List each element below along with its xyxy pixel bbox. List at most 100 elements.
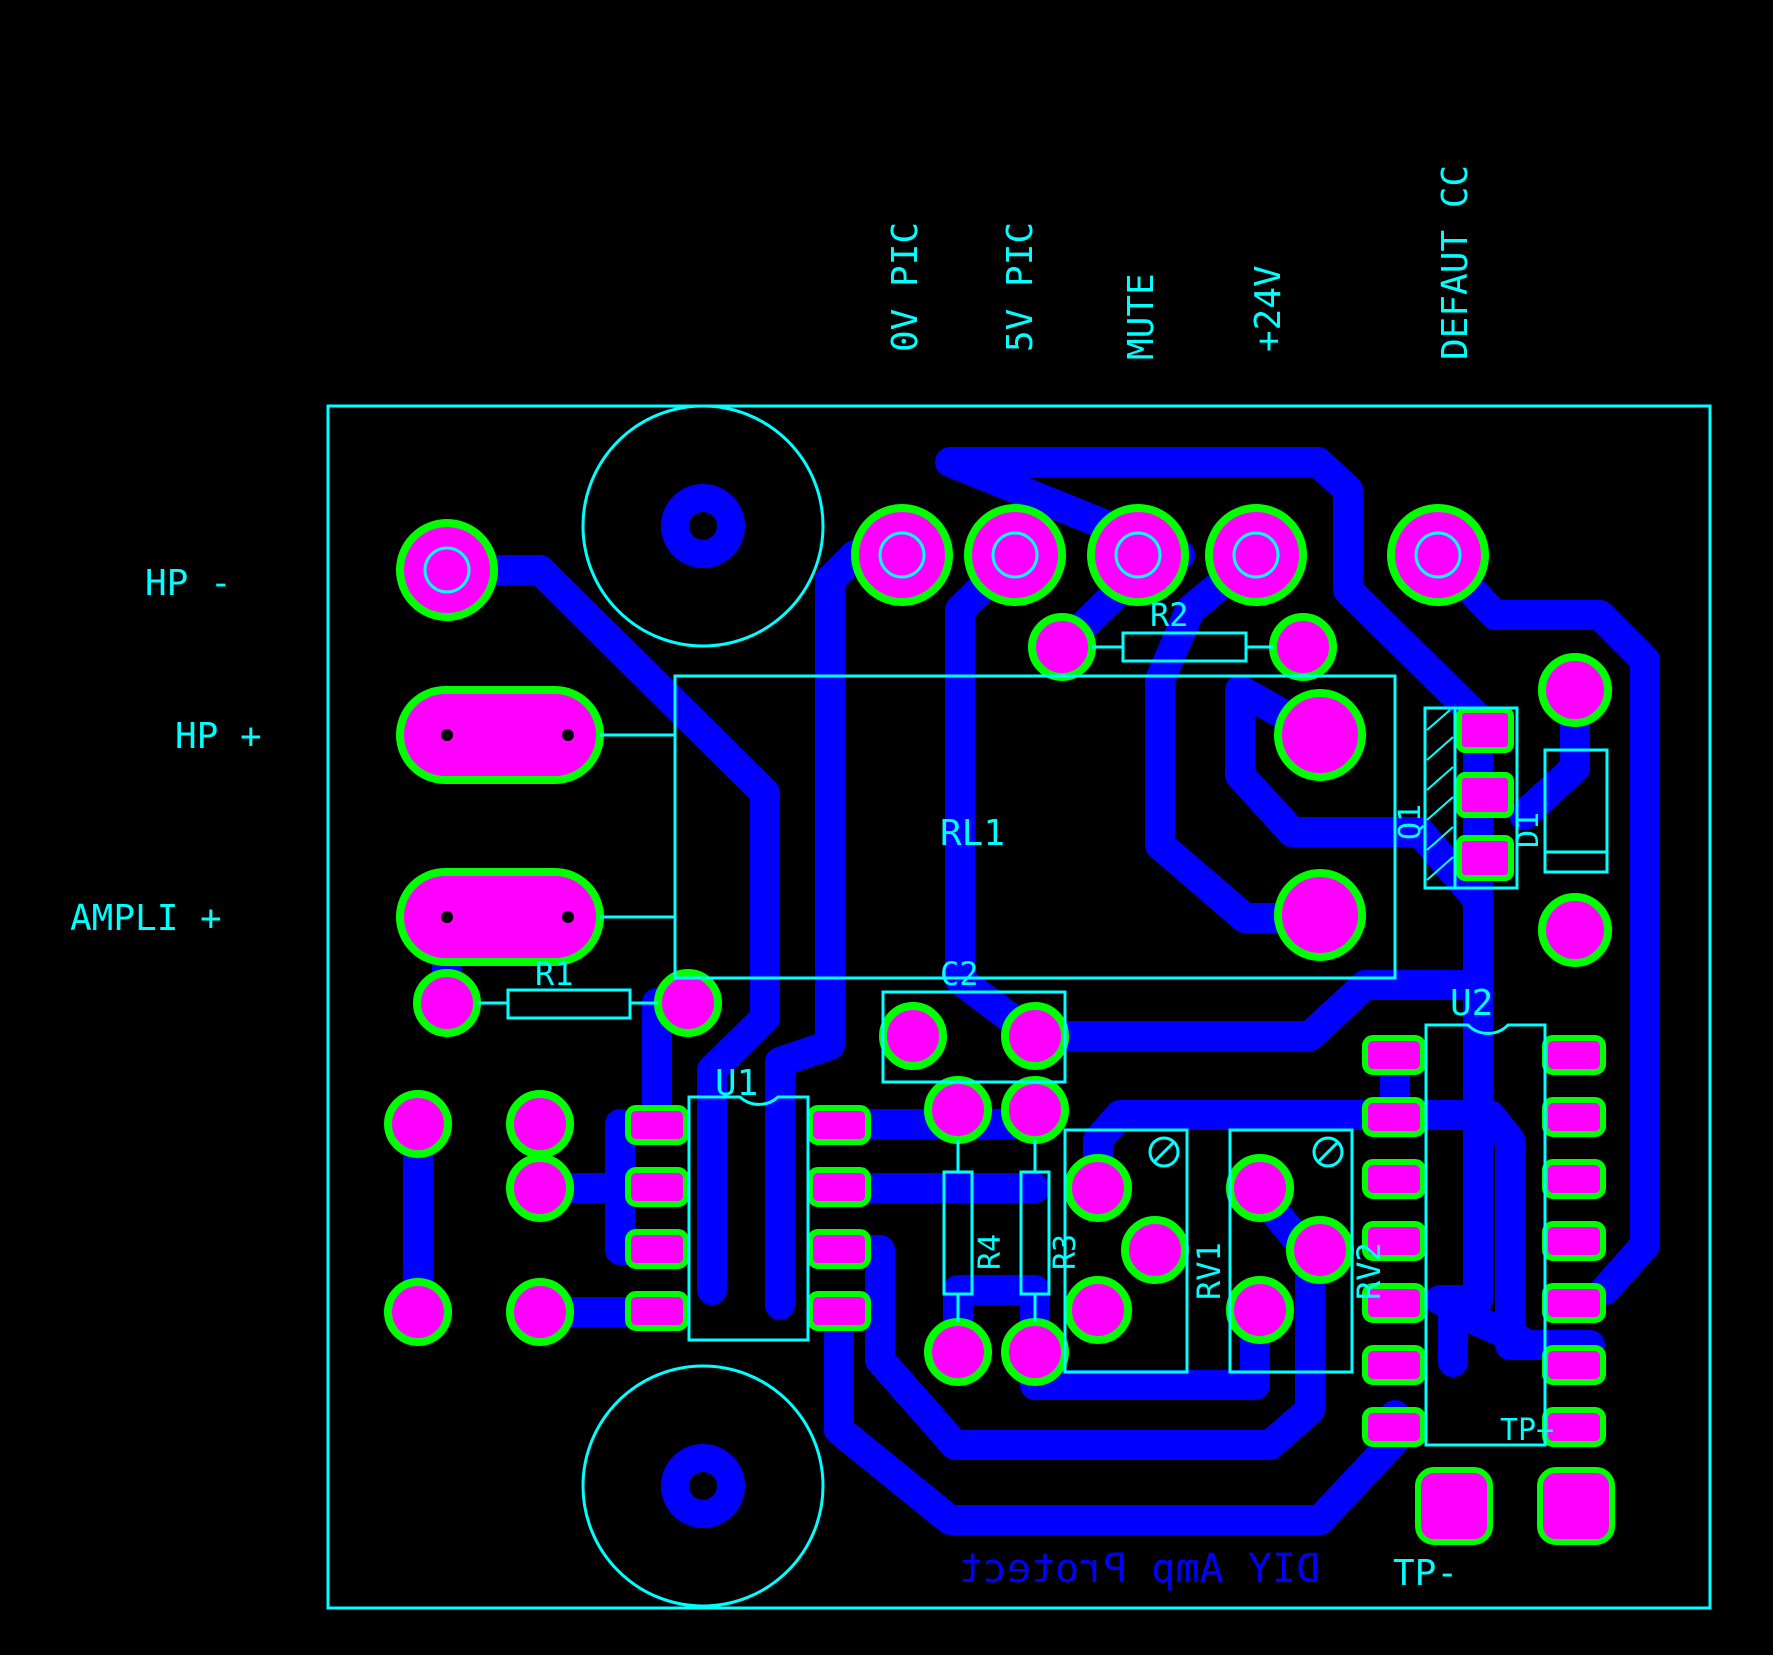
label-r2: R2 [1150,596,1189,634]
label-r3: R3 [1048,1234,1083,1270]
label-d1: D1 [1511,812,1546,848]
label-0v-pic: 0V PIC [885,222,926,352]
label-mute: MUTE [1121,273,1162,360]
u2-pin10 [1542,1283,1606,1323]
ring-24v [1232,531,1280,579]
hatch-1 [1426,709,1451,731]
pad-r2-left [1028,613,1096,681]
pad-5v-pic [964,504,1066,606]
mounting-hole-top [581,404,825,648]
hole-hp-plus-2 [562,729,574,741]
u1-pin5 [807,1291,871,1331]
u1-pin7 [807,1167,871,1207]
label-hp-plus: HP + [175,716,262,757]
ring-mute [1114,531,1162,579]
u2-pin4 [1362,1221,1426,1261]
label-r1: R1 [535,955,574,993]
pad-r1-right [654,969,722,1037]
q1-hatch [1426,709,1454,881]
pad-tp-plus [1537,1467,1615,1545]
u2-pin5 [1362,1283,1426,1323]
d1-body [1543,748,1609,874]
hatch-4 [1426,796,1454,821]
u1-pin1 [625,1105,689,1145]
ring-0v [878,531,926,579]
pad-rv2-3 [1226,1276,1294,1344]
ring-5v [991,531,1039,579]
label-tp-minus: TP- [1393,1553,1458,1594]
label-tp-plus: TP+ [1500,1413,1554,1448]
label-u2: U2 [1450,983,1493,1024]
round-pads [384,504,1612,1386]
track-top-loop [935,447,1493,1315]
terminal-holes [441,729,574,923]
pad-c2-right [1001,1002,1069,1070]
pad-rv2-1 [1226,1154,1294,1222]
label-r4: R4 [973,1234,1008,1270]
ring-defaut [1414,531,1462,579]
pad-d1-bottom [1538,893,1612,967]
pad-0v-pic [851,504,953,606]
pad-jumper-mid [506,1154,574,1222]
pad-r4-bottom [924,1318,992,1386]
pad-rv1-3 [1064,1276,1132,1344]
q1-outline [1423,706,1519,890]
label-c2: C2 [940,955,979,993]
pad-c2-left [879,1002,947,1070]
rl1-outline [673,674,1397,980]
q1-pin3 [1456,835,1514,881]
board-outline [326,404,1712,1610]
c2-outline [881,990,1067,1084]
label-ampli-plus: AMPLI + [70,898,222,939]
rv2-adjust-icon [1312,1136,1344,1168]
q1-pin1 [1456,707,1514,753]
label-rl1: RL1 [940,813,1005,854]
pad-rl1-coil-bottom [1274,869,1366,961]
track-q1 [1225,675,1493,915]
track-defaut-cc [1423,540,1660,1305]
u2-pin3 [1362,1159,1426,1199]
u2-pin14 [1542,1035,1606,1075]
rv2-adjust-slot [1316,1140,1340,1164]
pad-r4-top [924,1076,992,1144]
label-rv1: RV1 [1190,1242,1228,1300]
board-title-mirrored: DIY Amp Protect [959,1546,1320,1592]
label-5v-pic: 5V PIC [1000,222,1041,352]
pad-r1-left [413,969,481,1037]
u2-pin2 [1362,1097,1426,1137]
u1-outline [687,1095,810,1342]
u2-outline [1424,1023,1547,1447]
u1-pin3 [625,1229,689,1269]
rv1-adjust-icon [1148,1136,1180,1168]
pad-jumper-bottom [506,1278,574,1346]
hole-ampli-1 [441,911,453,923]
pad-rv1-2 [1121,1216,1189,1284]
rv1-outline [1063,1128,1189,1374]
hatch-3 [1426,766,1454,791]
u2-pin1 [1362,1035,1426,1075]
pad-left-top [384,1090,452,1158]
mount-hole-bottom [689,1472,717,1500]
u1-pin6 [807,1229,871,1269]
u2-pin6 [1362,1345,1426,1385]
label-u1: U1 [715,1063,758,1104]
label-24v: +24V [1248,265,1289,352]
u2-pin7 [1362,1407,1426,1447]
pad-left-bottom [384,1278,452,1346]
mounting-hole-copper [661,484,745,1528]
hole-ampli-2 [562,911,574,923]
ic-pads [625,707,1615,1545]
u2-pin12 [1542,1159,1606,1199]
pad-rv2-2 [1286,1216,1354,1284]
pad-hp-minus [396,519,498,621]
wide-pads [396,686,604,966]
component-outlines [477,631,1609,1447]
track-24v [1145,540,1330,933]
mounting-hole-bottom [581,1364,825,1608]
u1-pin8 [807,1105,871,1145]
pad-r3-top [1001,1076,1069,1144]
pad-rl1-coil-top [1274,689,1366,781]
pad-defaut-cc [1387,504,1489,606]
u2-pin13 [1542,1097,1606,1137]
pad-r3-bottom [1001,1318,1069,1386]
